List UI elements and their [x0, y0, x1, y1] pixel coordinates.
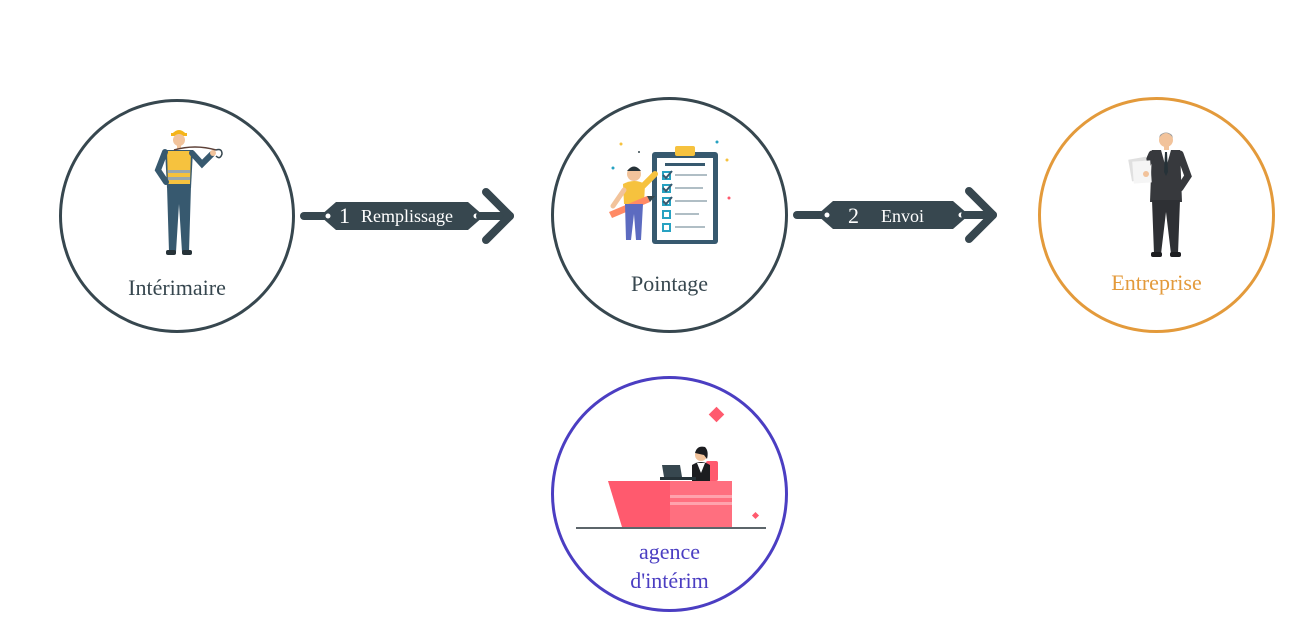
node-label-interimaire: Intérimaire — [128, 275, 226, 300]
connector-arrow-remplissage — [300, 188, 514, 244]
worker-icon — [154, 130, 223, 255]
node-interimaire: Intérimaire — [59, 99, 295, 333]
node-label-agence-line1: agence — [638, 539, 701, 564]
arrow-right-icon — [965, 187, 997, 243]
node-label-entreprise: Entreprise — [1111, 270, 1202, 295]
connector-number-envoi: 2 — [848, 203, 859, 228]
connector-label-envoi: Envoi — [881, 206, 924, 226]
node-label-agence-line2: d'intérim — [630, 568, 709, 593]
node-label-pointage: Pointage — [631, 271, 708, 296]
connector-arrow-envoi — [793, 187, 997, 243]
businessman-icon — [1128, 132, 1192, 257]
node-pointage: Pointage — [551, 97, 788, 333]
arrow-right-icon — [482, 188, 514, 244]
reception-desk-icon — [576, 406, 766, 529]
clipboard-checklist-icon — [609, 140, 731, 244]
connector-number-remplissage: 1 — [339, 203, 350, 228]
node-agence: agence d'intérim — [551, 376, 788, 612]
node-entreprise: Entreprise — [1038, 97, 1275, 333]
connector-label-remplissage: Remplissage — [361, 206, 453, 226]
